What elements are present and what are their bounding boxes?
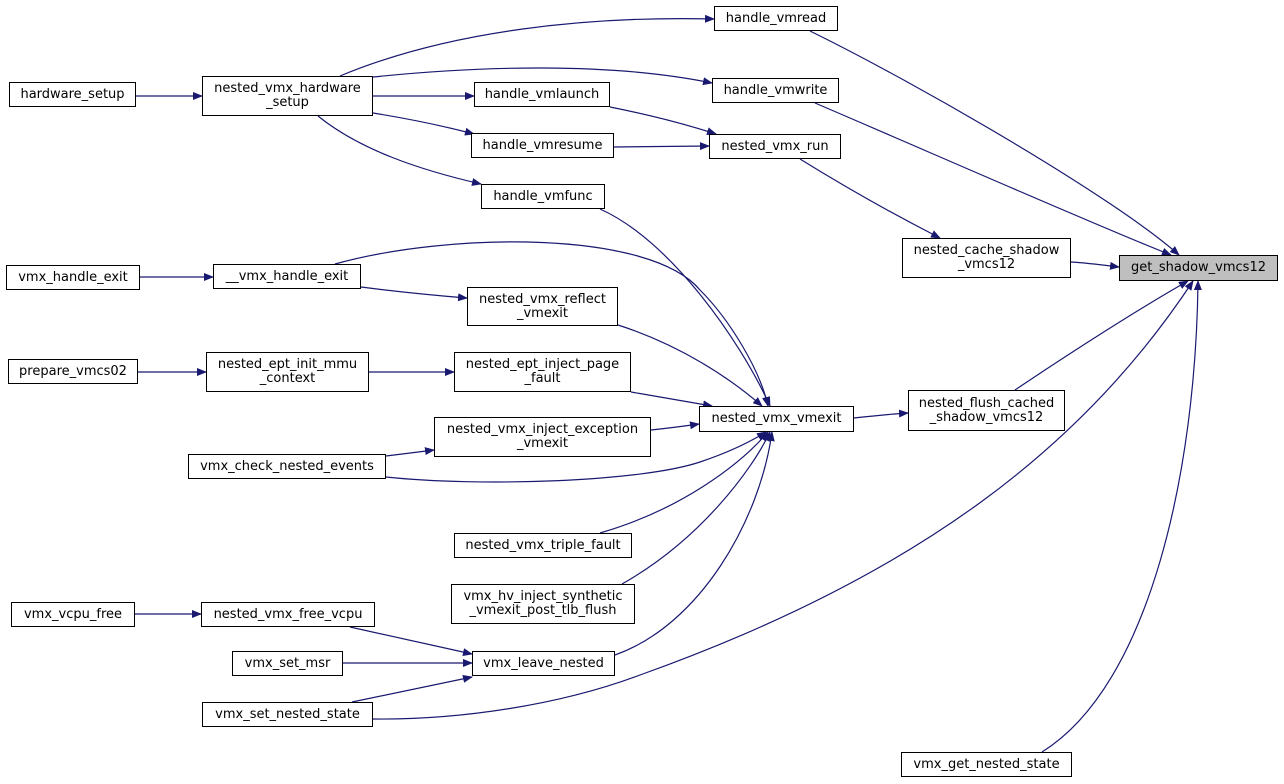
call-edge-handle_vmlaunch-to-nested_vmx_run xyxy=(609,106,717,136)
call-edge-nested_vmx_hardware_setup-to-handle_vmfunc xyxy=(317,115,482,186)
call-edge-handle_vmresume-to-nested_vmx_run xyxy=(613,142,710,151)
call-edge-nested_vmx_free_vcpu-to-vmx_leave_nested xyxy=(349,626,473,657)
node-handle-vmwrite[interactable]: handle_vmwrite xyxy=(712,78,839,103)
call-edge-vmx_hv_inject_synthetic_vmexit_post_tlb_flush-to-nested_vmx_vmexit xyxy=(621,431,771,585)
node-label-line: vmx_set_nested_state xyxy=(215,706,360,722)
node-label-line: _vmexit xyxy=(516,436,569,451)
node-label-line: get_shadow_vmcs12 xyxy=(1131,260,1266,275)
call-edge-nested_vmx_vmexit-to-nested_flush_cached_shadow_vmcs12 xyxy=(853,409,909,419)
call-edge-handle_vmwrite-to-get_shadow_vmcs12 xyxy=(814,102,1172,256)
node-hardware-setup[interactable]: hardware_setup xyxy=(9,82,136,107)
call-edge-nested_vmx_inject_exception_vmexit-to-nested_vmx_vmexit xyxy=(650,421,700,431)
node-nested-vmx-triple-fault[interactable]: nested_vmx_triple_fault xyxy=(454,533,632,558)
node-label-line: handle_vmlaunch xyxy=(484,86,600,102)
node-label-line: nested_ept_inject_page xyxy=(465,357,620,372)
node-label-line: _vmexit xyxy=(516,305,569,321)
node-handle-vmresume[interactable]: handle_vmresume xyxy=(471,133,614,158)
node-label-line: _vmexit_post_tlb_flush xyxy=(469,603,617,618)
node-label-line: _setup xyxy=(266,95,309,110)
call-edge-__vmx_handle_exit-to-nested_vmx_reflect_vmexit xyxy=(360,286,468,302)
node-handle-vmfunc[interactable]: handle_vmfunc xyxy=(481,184,605,209)
node-label-line: _vmcs12 xyxy=(957,257,1016,272)
call-edge-handle_vmfunc-to-nested_vmx_vmexit xyxy=(599,208,771,407)
node-nested-ept-inject-page-fault[interactable]: nested_ept_inject_page_fault xyxy=(454,352,631,392)
node-label-line: _fault xyxy=(524,371,561,386)
call-edge-vmx_check_nested_events-to-nested_vmx_inject_exception_vmexit xyxy=(385,447,435,457)
call-edge-__vmx_handle_exit-to-nested_vmx_vmexit xyxy=(334,241,770,407)
node-nested-flush-cached-shadow-vmcs12[interactable]: nested_flush_cached_shadow_vmcs12 xyxy=(908,390,1065,431)
node-prepare-vmcs02[interactable]: prepare_vmcs02 xyxy=(8,359,138,384)
node-label-line: handle_vmfunc xyxy=(493,188,593,204)
node-label-line: vmx_check_nested_events xyxy=(200,458,374,474)
node-nested-vmx-vmexit[interactable]: nested_vmx_vmexit xyxy=(699,406,854,432)
node-label-line: vmx_get_nested_state xyxy=(913,756,1060,772)
node-label-line: _context xyxy=(259,371,316,386)
node-vmx-vcpu-free[interactable]: vmx_vcpu_free xyxy=(11,602,135,627)
node-label-line: nested_vmx_free_vcpu xyxy=(213,606,363,622)
node-vmx-handle-exit[interactable]: vmx_handle_exit xyxy=(6,265,140,290)
node-nested-cache-shadow-vmcs12[interactable]: nested_cache_shadow_vmcs12 xyxy=(902,238,1071,278)
node-vmx-set-msr[interactable]: vmx_set_msr xyxy=(232,651,343,676)
node-vmx-hv-inject-synthetic-vmexit-post-tlb-flush[interactable]: vmx_hv_inject_synthetic_vmexit_post_tlb_… xyxy=(451,584,635,624)
call-edge-nested_vmx_hardware_setup-to-handle_vmwrite xyxy=(372,67,713,86)
call-edge-vmx_check_nested_events-to-nested_vmx_vmexit xyxy=(385,431,767,483)
node-label-line: nested_flush_cached xyxy=(918,395,1055,411)
call-edge-nested_cache_shadow_vmcs12-to-get_shadow_vmcs12 xyxy=(1070,261,1120,270)
node-label-line: handle_vmwrite xyxy=(723,82,828,98)
node-vmx-handle-exit[interactable]: __vmx_handle_exit xyxy=(213,264,361,289)
node-nested-vmx-free-vcpu[interactable]: nested_vmx_free_vcpu xyxy=(201,602,375,627)
node-label-line: vmx_handle_exit xyxy=(18,269,128,285)
call-edge-nested_vmx_hardware_setup-to-handle_vmresume xyxy=(372,112,475,136)
node-vmx-get-nested-state[interactable]: vmx_get_nested_state xyxy=(901,752,1072,777)
call-edge-vmx_get_nested_state-to-get_shadow_vmcs12 xyxy=(1041,280,1202,753)
node-label-line: _shadow_vmcs12 xyxy=(929,409,1044,425)
call-edge-vmx_set_nested_state-to-vmx_leave_nested xyxy=(351,674,473,703)
call-edge-nested_vmx_triple_fault-to-nested_vmx_vmexit xyxy=(599,431,769,534)
node-label-line: handle_vmread xyxy=(725,10,827,26)
node-vmx-check-nested-events[interactable]: vmx_check_nested_events xyxy=(188,454,386,479)
node-nested-vmx-hardware-setup[interactable]: nested_vmx_hardware_setup xyxy=(202,76,373,116)
node-nested-vmx-reflect-vmexit[interactable]: nested_vmx_reflect_vmexit xyxy=(467,287,618,326)
node-handle-vmlaunch[interactable]: handle_vmlaunch xyxy=(474,82,610,107)
node-label-line: vmx_leave_nested xyxy=(483,655,604,671)
node-label-line: hardware_setup xyxy=(20,86,125,102)
call-edge-handle_vmread-to-get_shadow_vmcs12 xyxy=(809,30,1180,256)
node-nested-vmx-run[interactable]: nested_vmx_run xyxy=(709,134,841,159)
node-label-line: nested_vmx_hardware xyxy=(214,81,361,96)
node-handle-vmread[interactable]: handle_vmread xyxy=(714,6,838,31)
node-label-line: nested_cache_shadow xyxy=(913,243,1060,258)
node-vmx-leave-nested[interactable]: vmx_leave_nested xyxy=(472,651,615,676)
call-edge-nested_vmx_run-to-nested_cache_shadow_vmcs12 xyxy=(799,158,941,239)
node-label-line: nested_vmx_inject_exception xyxy=(446,422,639,437)
node-vmx-set-nested-state[interactable]: vmx_set_nested_state xyxy=(202,702,373,727)
node-nested-vmx-inject-exception-vmexit[interactable]: nested_vmx_inject_exception_vmexit xyxy=(434,417,651,457)
node-label-line: handle_vmresume xyxy=(482,137,603,153)
node-label-line: vmx_vcpu_free xyxy=(23,606,122,622)
node-label-line: nested_vmx_vmexit xyxy=(711,411,842,426)
node-label-line: nested_ept_init_mmu xyxy=(217,357,358,372)
call-edge-nested_flush_cached_shadow_vmcs12-to-get_shadow_vmcs12 xyxy=(1014,280,1189,391)
node-label-line: vmx_hv_inject_synthetic xyxy=(463,589,623,604)
node-nested-ept-init-mmu-context[interactable]: nested_ept_init_mmu_context xyxy=(206,352,369,392)
call-edge-vmx_leave_nested-to-nested_vmx_vmexit xyxy=(614,431,775,656)
call-edge-vmx_set_nested_state-to-get_shadow_vmcs12 xyxy=(372,280,1194,720)
node-get-shadow-vmcs12: get_shadow_vmcs12 xyxy=(1119,255,1278,281)
node-label-line: nested_vmx_run xyxy=(721,138,829,154)
node-label-line: nested_vmx_triple_fault xyxy=(465,537,621,553)
node-label-line: nested_vmx_reflect xyxy=(479,291,606,307)
call-edge-nested_vmx_hardware_setup-to-handle_vmread xyxy=(339,14,715,77)
call-edge-nested_vmx_reflect_vmexit-to-nested_vmx_vmexit xyxy=(617,324,763,407)
node-label-line: vmx_set_msr xyxy=(244,655,331,671)
node-label-line: __vmx_handle_exit xyxy=(225,268,349,284)
node-label-line: prepare_vmcs02 xyxy=(19,363,127,379)
call-edge-nested_ept_inject_page_fault-to-nested_vmx_vmexit xyxy=(630,391,713,409)
